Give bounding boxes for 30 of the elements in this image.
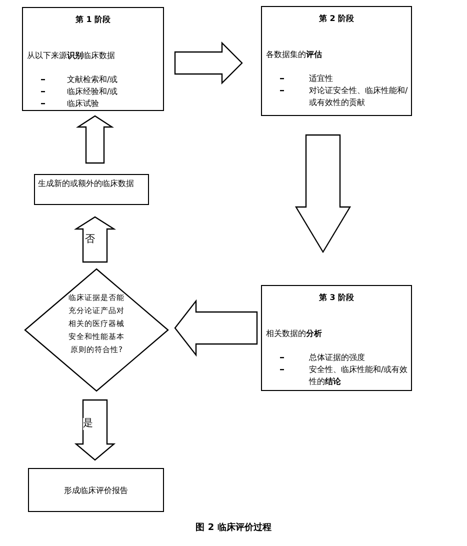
edge-label: 是 [83,418,93,430]
block-arrow [74,399,116,461]
list-item: 总体证据的强度 [309,352,366,364]
edge-label: 否 [85,234,95,246]
stage-box [261,6,412,116]
stage-box [261,285,412,391]
process-box [28,468,164,512]
stage-description: 相关数据的分析 [266,328,322,340]
stage-box [22,7,164,111]
block-arrow [174,299,258,357]
stage-heading: 第 1 阶段 [74,14,112,26]
figure-caption: 图 2 临床评价过程 [194,521,272,534]
block-arrow [294,134,352,254]
decision-diamond [24,268,169,392]
block-arrow [76,115,114,164]
process-text: 形成临床评价报告 [63,485,129,497]
stage-description: 从以下来源识别临床数据 [27,50,115,62]
process-text: 生成新的或额外的临床数据 [38,178,135,190]
stage-heading: 第 2 阶段 [318,13,356,25]
stage-heading: 第 3 阶段 [318,292,356,304]
block-arrow [74,216,116,263]
stage-description: 各数据集的评估 [266,49,322,61]
list-item: 临床经验和/或 [67,86,119,98]
list-item: 适宜性 [309,73,334,85]
list-item: 安全性、临床性能和/或有效性的结论 [309,364,408,388]
list-item: 文献检索和/或 [67,74,119,86]
process-box [34,174,149,205]
list-item: 临床试验 [67,98,100,110]
block-arrow [174,42,243,84]
list-item: 对论证安全性、临床性能和/或有效性的贡献 [309,85,408,109]
